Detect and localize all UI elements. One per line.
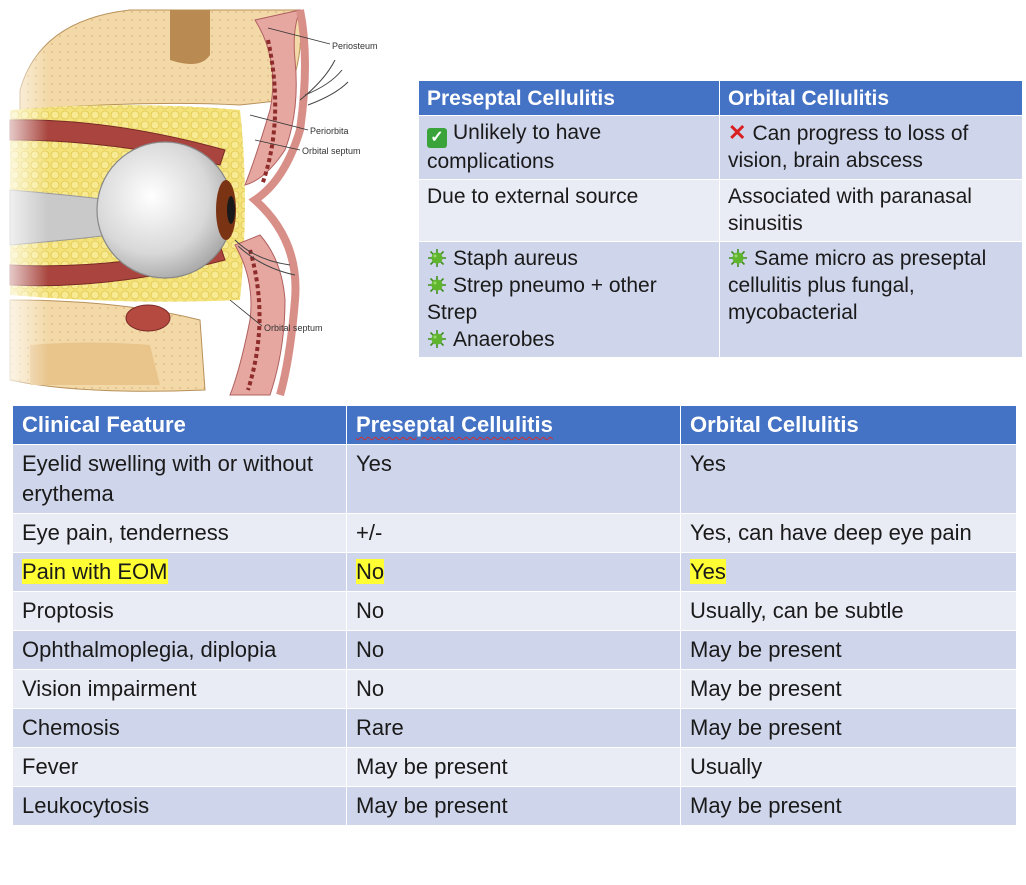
eye-anatomy-illustration: Periosteum Periorbita Orbital septum Orb… xyxy=(0,0,400,400)
list-item: Strep pneumo + other Strep xyxy=(427,272,711,326)
table-row: Pain with EOM No Yes xyxy=(12,552,1017,592)
table-row: Fever May be present Usually xyxy=(12,747,1017,787)
feature-cell: Ophthalmoplegia, diplopia xyxy=(12,630,347,670)
preseptal-cell: Yes xyxy=(346,444,681,514)
list-item: Staph aureus xyxy=(427,245,711,272)
comparison-header-row: Preseptal Cellulitis Orbital Cellulitis xyxy=(418,80,1023,116)
germ-icon xyxy=(428,330,446,348)
orbital-septum-label-bottom: Orbital septum xyxy=(264,323,323,333)
header-preseptal-text: Preseptal Cellulitis xyxy=(356,412,553,437)
orbital-cell: May be present xyxy=(680,630,1017,670)
list-item-text: Staph aureus xyxy=(453,247,578,270)
table-cell: ✓Unlikely to have complications xyxy=(418,115,720,180)
orbital-cell: May be present xyxy=(680,708,1017,748)
table-cell: Associated with paranasal sinusitis xyxy=(719,179,1023,242)
table-row: Proptosis No Usually, can be subtle xyxy=(12,591,1017,631)
periorbita-label: Periorbita xyxy=(310,126,349,136)
preseptal-cell: No xyxy=(346,552,681,592)
preseptal-cell: No xyxy=(346,669,681,709)
preseptal-cell: Rare xyxy=(346,708,681,748)
orbital-cell: May be present xyxy=(680,669,1017,709)
highlighted-text: Yes xyxy=(690,559,726,584)
orbital-cell: May be present xyxy=(680,786,1017,826)
cell-text: Unlikely to have complications xyxy=(427,121,602,173)
feature-cell: Pain with EOM xyxy=(12,552,347,592)
preseptal-cell: +/- xyxy=(346,513,681,553)
table-cell: ✕Can progress to loss of vision, brain a… xyxy=(719,115,1023,180)
orbital-cell: Yes, can have deep eye pain xyxy=(680,513,1017,553)
table-cell: Same micro as preseptal cellulitis plus … xyxy=(719,241,1023,358)
table-row: Staph aureus Strep pneumo + other Strep … xyxy=(418,241,1023,358)
feature-cell: Eyelid swelling with or without erythema xyxy=(12,444,347,514)
highlighted-text: No xyxy=(356,559,385,584)
list-item-text: Anaerobes xyxy=(453,328,555,351)
header-orbital: Orbital Cellulitis xyxy=(680,405,1017,445)
cell-text: Can progress to loss of vision, brain ab… xyxy=(728,122,969,172)
orbital-cell: Usually xyxy=(680,747,1017,787)
feature-cell: Chemosis xyxy=(12,708,347,748)
check-icon: ✓ xyxy=(427,128,447,148)
orbital-septum-label-top: Orbital septum xyxy=(302,146,361,156)
list-item: Anaerobes xyxy=(427,326,711,353)
preseptal-cell: May be present xyxy=(346,747,681,787)
feature-cell: Eye pain, tenderness xyxy=(12,513,347,553)
table-row: Eye pain, tenderness +/- Yes, can have d… xyxy=(12,513,1017,553)
table-cell: Due to external source xyxy=(418,179,720,242)
clinical-features-table: Clinical Feature Preseptal Cellulitis Or… xyxy=(12,405,1017,826)
table-row: Leukocytosis May be present May be prese… xyxy=(12,786,1017,826)
germ-icon xyxy=(729,249,747,267)
feature-cell: Proptosis xyxy=(12,591,347,631)
germ-icon xyxy=(428,276,446,294)
cell-text: Same micro as preseptal cellulitis plus … xyxy=(728,247,987,324)
feature-cell: Fever xyxy=(12,747,347,787)
orbital-cell: Yes xyxy=(680,444,1017,514)
table-cell: Staph aureus Strep pneumo + other Strep … xyxy=(418,241,720,358)
header-preseptal: Preseptal Cellulitis xyxy=(418,80,720,116)
orbital-cell: Yes xyxy=(680,552,1017,592)
table-row: Due to external source Associated with p… xyxy=(418,179,1023,242)
features-header-row: Clinical Feature Preseptal Cellulitis Or… xyxy=(12,405,1017,445)
table-row: Chemosis Rare May be present xyxy=(12,708,1017,748)
orbital-cell: Usually, can be subtle xyxy=(680,591,1017,631)
preseptal-cell: May be present xyxy=(346,786,681,826)
table-row: ✓Unlikely to have complications ✕Can pro… xyxy=(418,115,1023,180)
periosteum-label: Periosteum xyxy=(332,41,378,51)
preseptal-cell: No xyxy=(346,591,681,631)
table-row: Ophthalmoplegia, diplopia No May be pres… xyxy=(12,630,1017,670)
comparison-table: Preseptal Cellulitis Orbital Cellulitis … xyxy=(418,80,1023,358)
feature-cell: Leukocytosis xyxy=(12,786,347,826)
header-preseptal: Preseptal Cellulitis xyxy=(346,405,681,445)
table-row: Vision impairment No May be present xyxy=(12,669,1017,709)
germ-icon xyxy=(428,249,446,267)
table-row: Eyelid swelling with or without erythema… xyxy=(12,444,1017,514)
highlighted-text: Pain with EOM xyxy=(22,559,168,584)
list-item-text: Strep pneumo + other Strep xyxy=(427,274,657,324)
header-orbital: Orbital Cellulitis xyxy=(719,80,1023,116)
preseptal-cell: No xyxy=(346,630,681,670)
feature-cell: Vision impairment xyxy=(12,669,347,709)
cross-icon: ✕ xyxy=(728,120,747,145)
header-clinical-feature: Clinical Feature xyxy=(12,405,347,445)
